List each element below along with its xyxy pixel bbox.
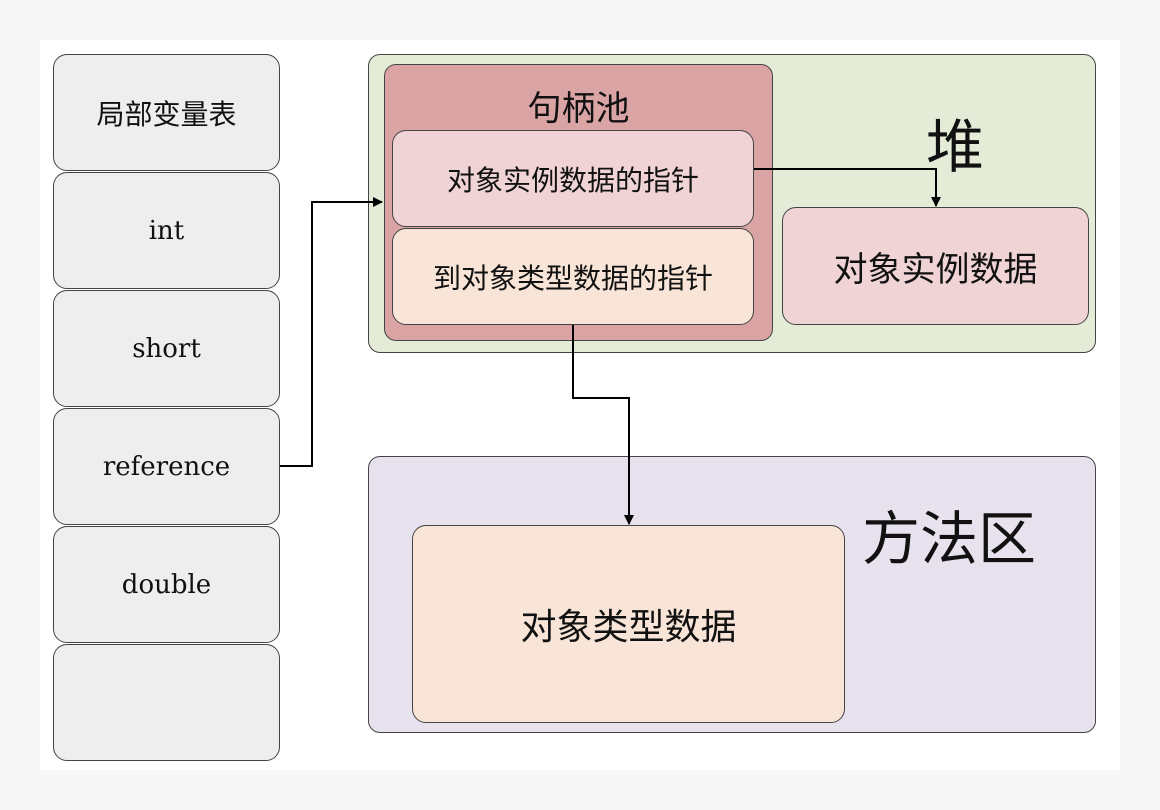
instance-pointer-label: 对象实例数据的指针: [446, 163, 699, 197]
stack-cell-header: 局部变量表: [53, 54, 280, 171]
stack-cell-double: double: [53, 526, 280, 643]
handle-pool-title: 句柄池: [527, 89, 630, 129]
type-pointer-box: 到对象类型数据的指针: [392, 228, 754, 325]
instance-data-box: 对象实例数据: [782, 207, 1089, 325]
stack-cell-short: short: [53, 290, 280, 407]
type-data-box: 对象类型数据: [412, 525, 845, 723]
stack-cell-label: 局部变量表: [96, 97, 237, 131]
heap-label: 堆: [926, 113, 985, 181]
stack-cell-label: reference: [102, 451, 231, 482]
type-data-label: 对象类型数据: [520, 607, 737, 648]
type-pointer-label: 到对象类型数据的指针: [432, 261, 713, 295]
stack-cell-empty: [53, 644, 280, 761]
stack-cell-int: int: [53, 172, 280, 289]
stack-cell-label: int: [148, 215, 185, 246]
stack-cell-label: double: [121, 569, 212, 600]
instance-data-label: 对象实例数据: [833, 249, 1038, 290]
stack-cell-reference: reference: [53, 408, 280, 525]
stack-cell-label: short: [132, 333, 201, 364]
method-area-label: 方法区: [862, 505, 1037, 573]
instance-pointer-box: 对象实例数据的指针: [392, 130, 754, 227]
